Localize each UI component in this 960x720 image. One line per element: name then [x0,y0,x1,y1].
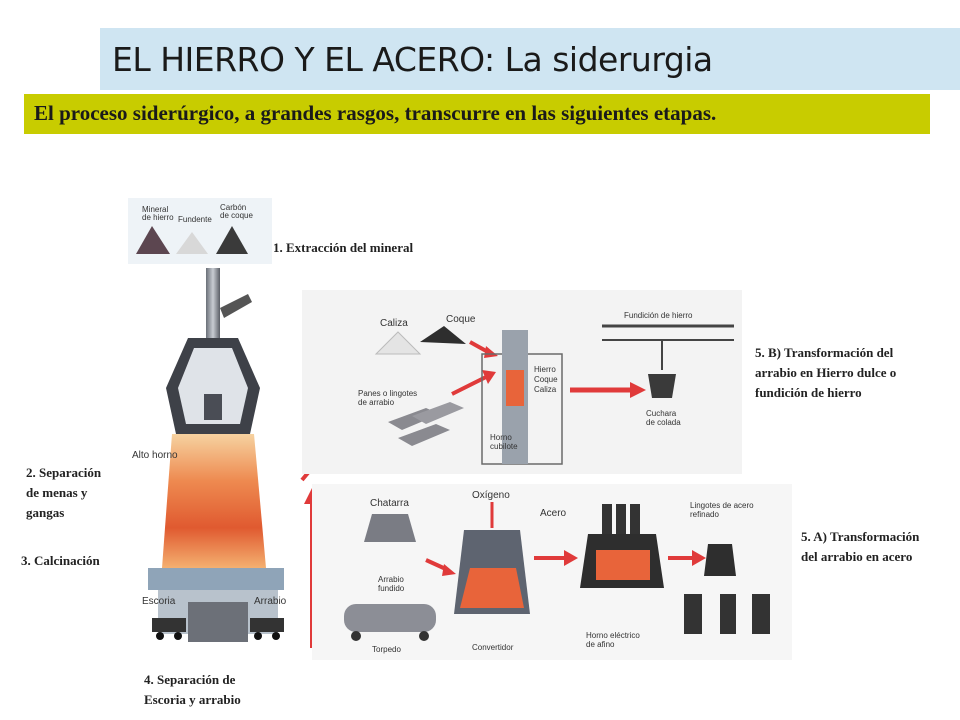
title-bar: EL HIERRO Y EL ACERO: La siderurgia [100,28,960,90]
step-3-label: 3. Calcinación [21,553,100,568]
step-5a-label: 5. A) Transformación del arrabio en acer… [801,529,920,564]
escoria-label: Escoria [142,596,176,607]
step-2-label: 2. Separación de menas y gangas [26,465,102,520]
convertidor-label: Convertidor [472,643,514,652]
step-4-label: 4. Separación de Escoria y arrabio [144,672,241,707]
caliza-label: Caliza [380,318,408,329]
coque-label: Coque [446,314,476,325]
arrabio-label: Arrabio [254,596,287,607]
acero-label: Acero [540,508,567,519]
mineral-pile [136,226,170,254]
fundicion-label: Fundición de hierro [624,311,693,320]
step-5b-label: 5. B) Transformación del arrabio en Hier… [755,345,897,400]
alto-horno-label: Alto horno [132,450,178,461]
fundente-label: Fundente [178,215,212,224]
hierro-label: Hierro [534,365,556,374]
caliza2-label: Caliza [534,385,557,394]
torpedo-label: Torpedo [372,645,401,654]
page-subtitle: El proceso siderúrgico, a grandes rasgos… [34,101,717,125]
coque2-label: Coque [534,375,558,384]
page-title: EL HIERRO Y EL ACERO: La siderurgia [112,40,713,79]
step-1-label: 1. Extracción del mineral [273,240,414,255]
subtitle-bar: El proceso siderúrgico, a grandes rasgos… [24,94,930,134]
fundente-pile [176,232,208,254]
chatarra-label: Chatarra [370,498,409,509]
oxigeno-label: Oxígeno [472,490,510,501]
carbon-pile [216,226,248,254]
